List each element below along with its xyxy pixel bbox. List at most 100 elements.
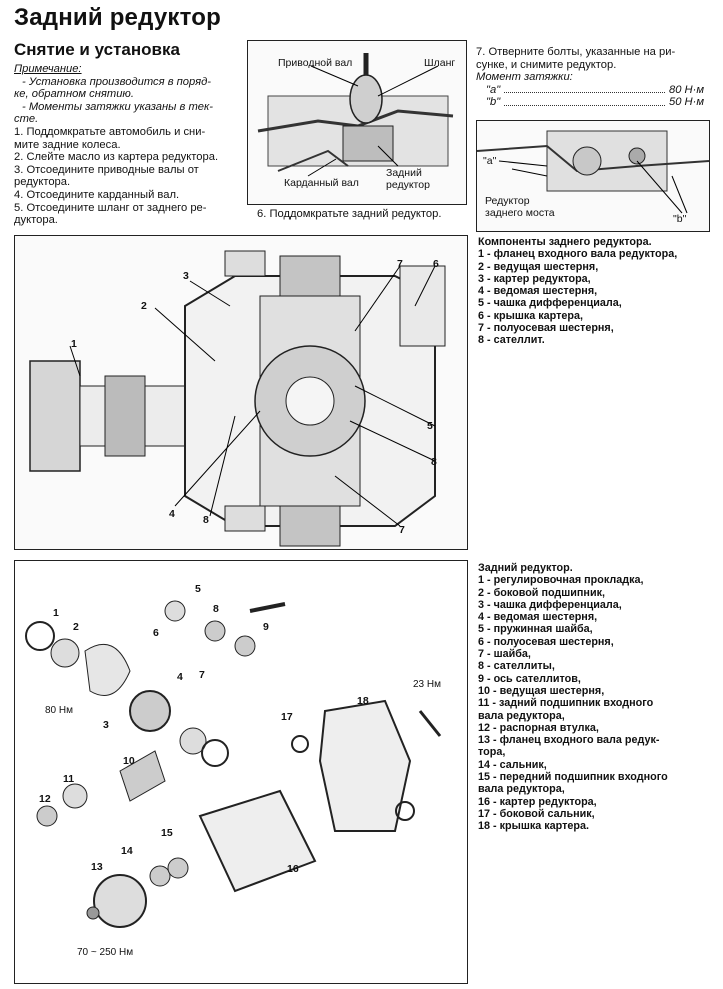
callout-4: 4 — [169, 508, 175, 520]
list-item: 5 - чашка дифференциала, — [478, 297, 622, 310]
label-prop-shaft: Карданный вал — [284, 177, 359, 189]
figure-exploded-view: 1 2 3 4 5 6 7 8 9 10 11 12 13 14 15 16 1… — [14, 560, 468, 984]
exploded-view-drawing — [25, 600, 442, 928]
torque-label: Момент затяжки: — [476, 71, 573, 84]
list-item: 3 - картер редуктора, — [478, 272, 591, 285]
label-drive-shaft: Приводной вал — [278, 57, 353, 69]
list-item: 6 - крышка картера, — [478, 309, 583, 322]
step-line: редуктора. — [14, 176, 71, 189]
callout-11: 11 — [63, 773, 75, 785]
callout-10: 10 — [123, 755, 135, 767]
list-item: 10 - ведущая шестерня, — [478, 684, 605, 697]
figure-mount-bolts: "a" "b" Редуктор заднего моста — [476, 120, 710, 232]
label-bolt-b: "b" — [673, 213, 687, 225]
torque-23: 23 Нм — [413, 679, 441, 690]
torque-a-row: "a" 80 Н·м — [476, 84, 704, 97]
callout-7: 7 — [199, 669, 205, 681]
note-line: сте. — [14, 113, 39, 126]
figure-cross-section: 1 2 3 4 5 6 7 8 7 8 — [14, 235, 468, 550]
list-item: 4 - ведомая шестерня, — [478, 611, 598, 624]
callout-5: 5 — [195, 583, 201, 595]
step-line: 4. Отсоедините карданный вал. — [14, 188, 180, 201]
step-line: 1. Поддомкратьте автомобиль и сни- — [14, 125, 206, 138]
list-item: 2 - боковой подшипник, — [478, 586, 605, 599]
step-line: мите задние колеса. — [14, 138, 121, 151]
list-item: 8 - сателлиты, — [478, 660, 555, 673]
callout-2: 2 — [141, 300, 147, 312]
list-item: 6 - полуосевая шестерня, — [478, 635, 614, 648]
list-item: 9 - ось сателлитов, — [478, 672, 581, 685]
callout-4: 4 — [177, 671, 183, 683]
torque-b-row: "b" 50 Н·м — [476, 96, 704, 109]
step7-block: 7. Отверните болты, указанные на ри- сун… — [476, 46, 711, 109]
components-heading: Компоненты заднего редуктора. — [478, 236, 652, 248]
label-bolt-a: "a" — [483, 155, 497, 167]
callout-15: 15 — [161, 827, 173, 839]
note-label: Примечание: — [14, 63, 82, 75]
callout-1: 1 — [71, 338, 77, 350]
callout-3: 3 — [103, 719, 109, 731]
section-title: Снятие и установка — [14, 40, 180, 59]
exploded-list: Задний редуктор. 1 - регулировочная прок… — [478, 562, 713, 833]
note-line: ке, обратном снятию. — [14, 88, 134, 101]
list-item: 12 - распорная втулка, — [478, 721, 599, 734]
torque-b-value: 50 Н·м — [668, 96, 704, 109]
list-item: 17 - боковой сальник, — [478, 807, 595, 820]
step-line: сунке, и снимите редуктор. — [476, 58, 617, 71]
torque-70-250: 70 ~ 250 Нм — [77, 947, 134, 958]
page-title: Задний редуктор — [14, 4, 221, 31]
callout-18: 18 — [357, 695, 369, 707]
callout-17: 17 — [281, 711, 293, 723]
list-item: 11 - задний подшипник входного — [478, 697, 654, 710]
list-item: тора, — [478, 746, 506, 759]
step-line: 7. Отверните болты, указанные на ри- — [476, 46, 676, 58]
list-item: 16 - картер редуктора, — [478, 795, 597, 808]
callout-5: 5 — [427, 420, 433, 432]
label-hose: Шланг — [424, 57, 456, 69]
list-item: 15 - передний подшипник входного — [478, 771, 668, 784]
list-item: 1 - регулировочная прокладка, — [478, 574, 644, 587]
components-list: Компоненты заднего редуктора. 1 - фланец… — [478, 236, 713, 347]
callout-7: 7 — [397, 258, 403, 270]
list-item: 4 - ведомая шестерня, — [478, 285, 598, 298]
list-item: 7 - шайба, — [478, 648, 531, 661]
exploded-heading: Задний редуктор. — [478, 562, 573, 574]
step-line: 5. Отсоедините шланг от заднего ре- — [14, 201, 207, 214]
callout-14: 14 — [121, 845, 133, 857]
list-item: вала редуктора, — [478, 709, 565, 722]
callout-8: 8 — [431, 456, 437, 468]
list-item: 5 - пружинная шайба, — [478, 623, 593, 636]
list-item: 2 - ведущая шестерня, — [478, 260, 599, 273]
figure-drive-shaft-removal: Приводной вал Шланг Карданный вал Задний… — [247, 40, 467, 205]
list-item: 1 - фланец входного вала редуктора, — [478, 248, 678, 261]
callout-3: 3 — [183, 270, 189, 282]
figure-caption-step6: 6. Поддомкратьте задний редуктор. — [257, 208, 442, 220]
list-item: вала редуктора, — [478, 783, 565, 796]
callout-1: 1 — [53, 607, 59, 619]
callout-8: 8 — [213, 603, 219, 615]
torque-a-key: "a" — [486, 83, 501, 96]
list-item: 13 - фланец входного вала редук- — [478, 734, 660, 747]
torque-80: 80 Нм — [45, 705, 73, 716]
label-rear-diff-2: редуктор — [386, 179, 430, 191]
note-line: - Моменты затяжки указаны в тек- — [22, 100, 214, 113]
callout-8: 8 — [203, 514, 209, 526]
leader-dots — [504, 96, 665, 106]
label-rear-diff-1: Задний — [386, 167, 422, 179]
list-item: 7 - полуосевая шестерня, — [478, 322, 614, 335]
note-block: Примечание: - Установка производится в п… — [14, 63, 244, 227]
leader-dots — [504, 84, 665, 94]
step-line: 2. Слейте масло из картера редуктора. — [14, 151, 219, 164]
torque-a-value: 80 Н·м — [668, 83, 704, 96]
callout-2: 2 — [73, 621, 79, 633]
callout-9: 9 — [263, 621, 269, 633]
list-item: 14 - сальник, — [478, 758, 547, 771]
label-rear-axle-1: Редуктор — [485, 195, 530, 207]
figure-mount-bolts-drawing — [476, 130, 710, 214]
list-item: 18 - крышка картера. — [478, 820, 589, 833]
torque-b-key: "b" — [486, 96, 501, 109]
callout-16: 16 — [287, 863, 299, 875]
figure-drive-shaft-drawing — [257, 53, 454, 177]
list-item: 8 - сателлит. — [478, 334, 545, 347]
callout-12: 12 — [39, 793, 51, 805]
